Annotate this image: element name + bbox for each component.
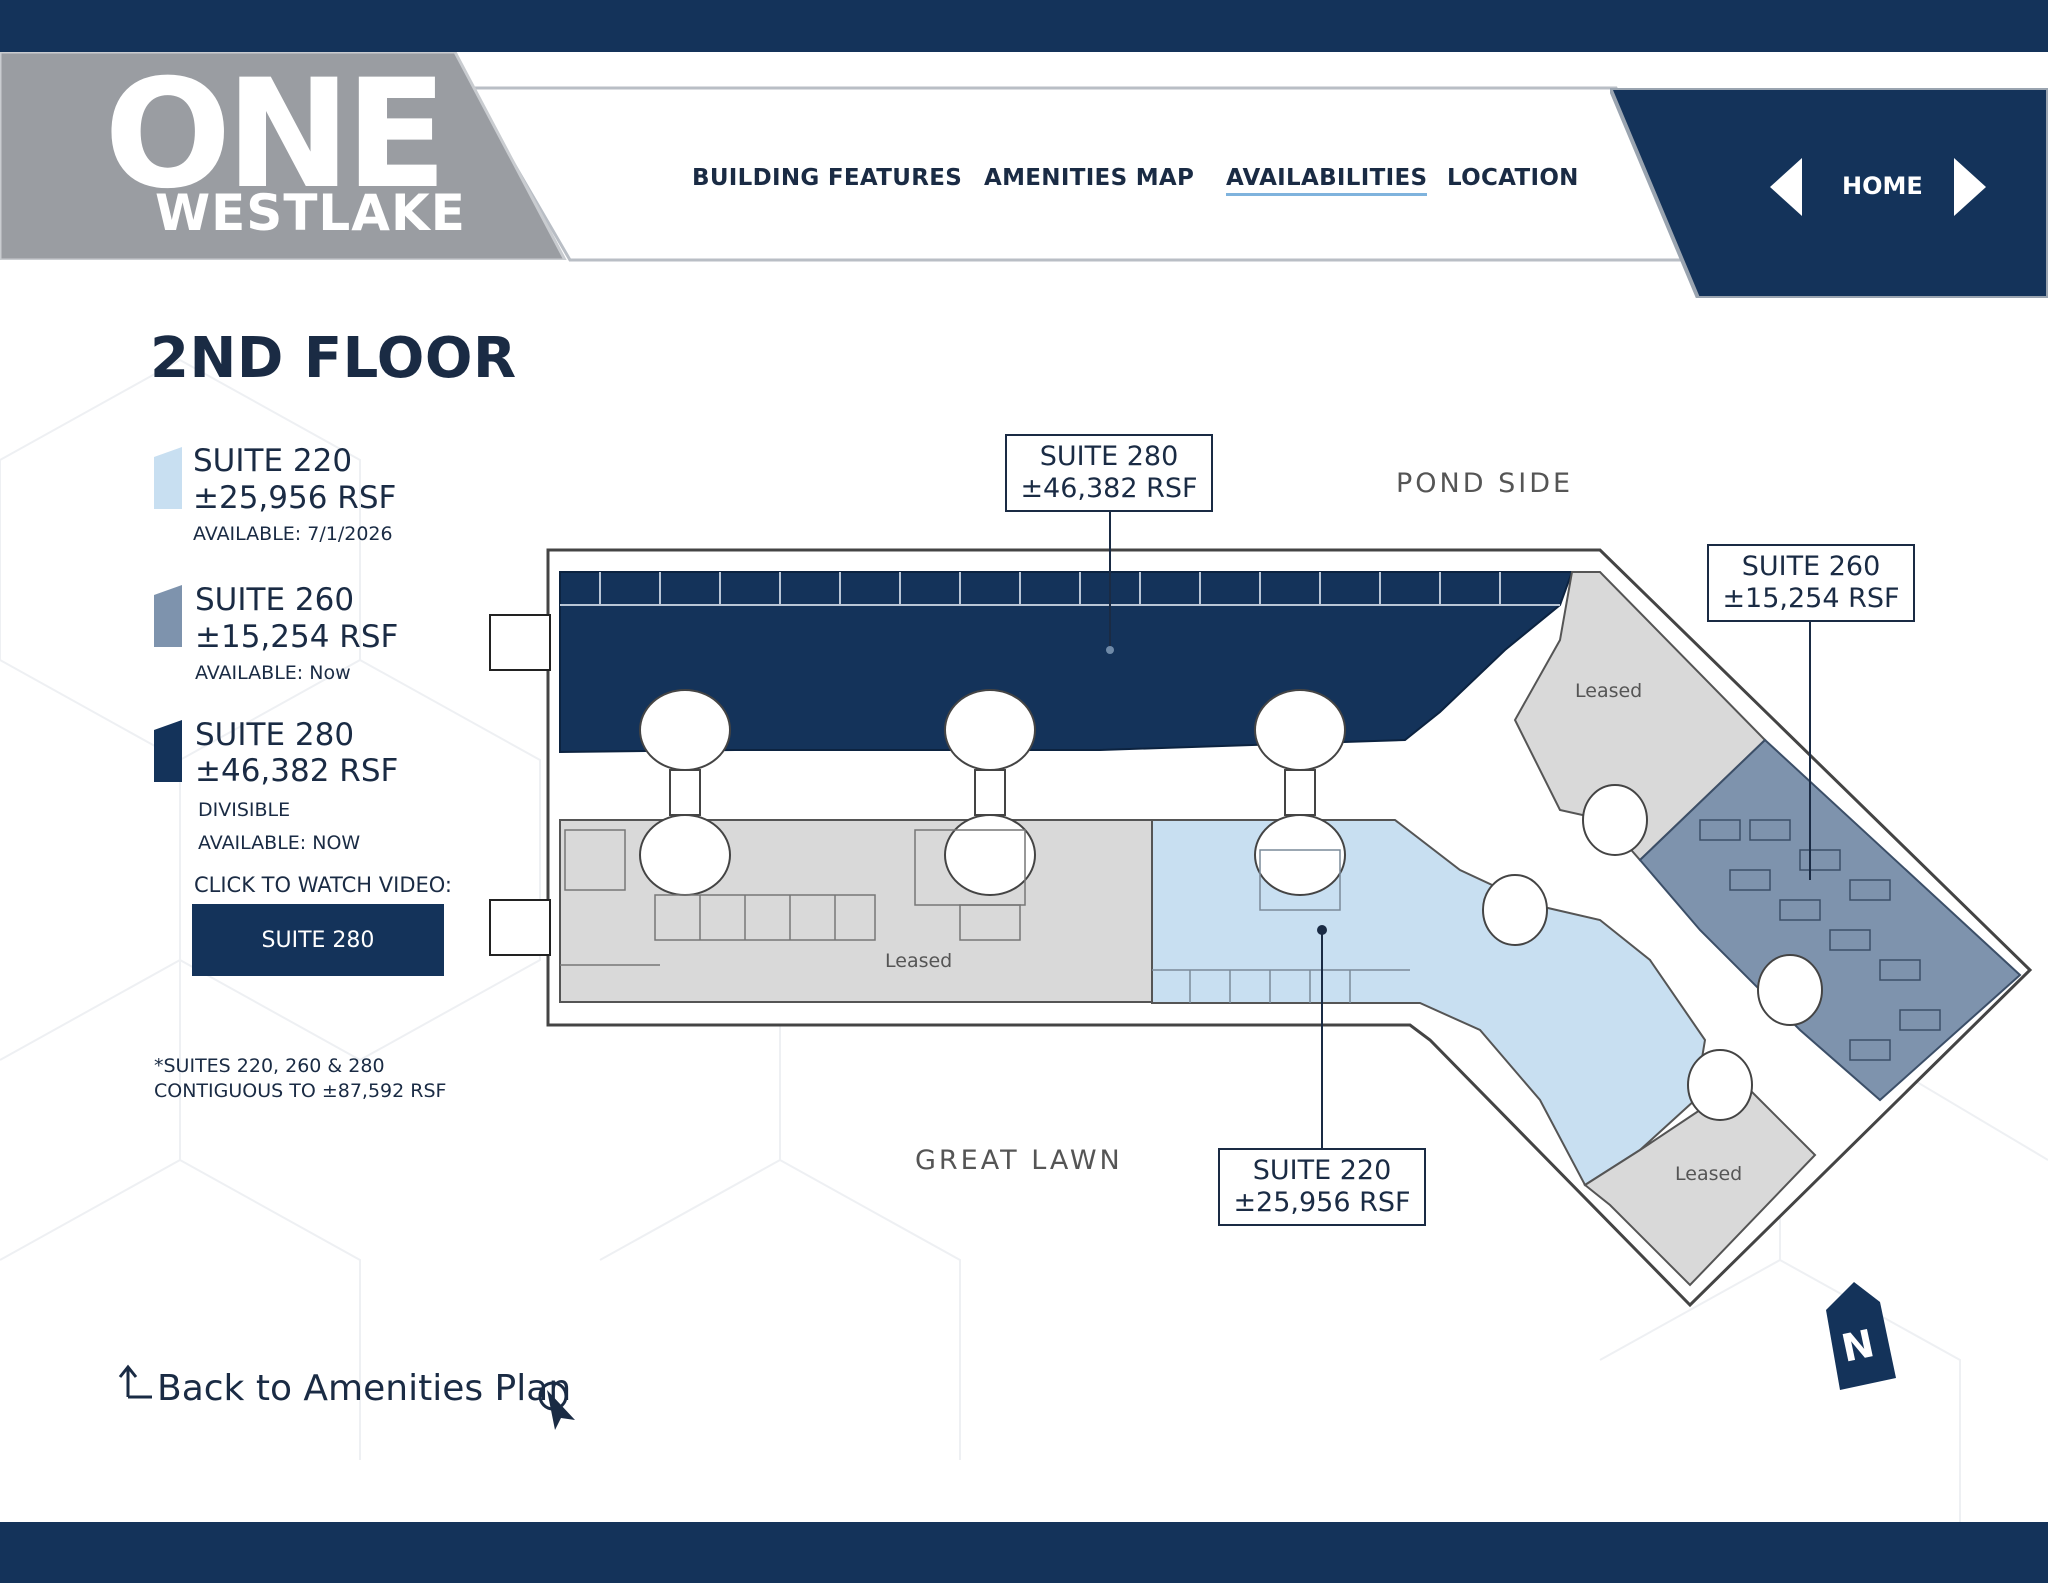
callout-suite-220-rsf: ±25,956 RSF [1233,1187,1411,1218]
nav-amenities-map[interactable]: AMENITIES MAP [984,165,1195,191]
swatch-suite-220 [154,447,182,509]
callout-suite-280: SUITE 280 ±46,382 RSF [1005,434,1213,512]
leased-label-west: Leased [885,950,953,972]
logo-westlake: WESTLAKE [155,184,466,242]
video-label: CLICK TO WATCH VIDEO: [194,873,453,897]
legend-suite-260-rsf: ±15,254 RSF [195,619,399,655]
swatch-suite-280 [154,720,182,782]
callout-suite-260: SUITE 260 ±15,254 RSF [1707,544,1915,622]
leased-area-south [1583,1078,1817,1287]
legend-suite-260-name: SUITE 260 [195,582,355,618]
top-bar [0,0,2048,52]
page-title: 2ND FLOOR [150,326,517,391]
click-cursor-icon [538,1381,575,1430]
leased-label-south: Leased [1675,1163,1743,1185]
pond-side-label: POND SIDE [1396,468,1574,499]
watch-video-suite-280-button[interactable]: SUITE 280 [192,904,444,976]
callout-suite-260-name: SUITE 260 [1741,550,1881,582]
nav-building-features[interactable]: BUILDING FEATURES [692,165,963,191]
legend-suite-280-name: SUITE 280 [195,717,355,753]
callout-suite-280-name: SUITE 280 [1039,440,1179,472]
back-to-amenities-link[interactable]: Back to Amenities Plan [157,1368,572,1409]
legend-suite-220-availability: AVAILABLE: 7/1/2026 [193,523,393,545]
swatch-suite-260 [154,585,182,647]
nav-location[interactable]: LOCATION [1447,165,1579,191]
great-lawn-label: GREAT LAWN [915,1145,1123,1176]
floor-plan [489,510,2033,1308]
north-arrow-icon [1826,1282,1896,1390]
home-panel [1610,88,2048,298]
logo-one: ONE [104,48,448,222]
callout-suite-220: SUITE 220 ±25,956 RSF [1218,1148,1426,1226]
callout-suite-280-rsf: ±46,382 RSF [1020,473,1198,504]
footnote-line-1: *SUITES 220, 260 & 280 [154,1055,385,1077]
legend-suite-260-availability: AVAILABLE: Now [195,662,351,684]
footnote-line-2: CONTIGUOUS TO ±87,592 RSF [154,1079,447,1102]
legend-suite-280-availability: AVAILABLE: NOW [198,832,361,854]
callout-suite-260-rsf: ±15,254 RSF [1722,583,1900,614]
leased-label-northeast: Leased [1575,680,1643,702]
legend-suite-220-rsf: ±25,956 RSF [193,480,397,516]
callout-suite-220-name: SUITE 220 [1252,1154,1392,1186]
legend-suite-220-name: SUITE 220 [193,443,353,479]
back-arrow-icon [118,1364,152,1399]
contiguous-footnote: *SUITES 220, 260 & 280 CONTIGUOUS TO ±87… [154,1054,446,1103]
home-next-arrow-icon[interactable] [1954,158,1988,216]
legend-suite-280-divisible: DIVISIBLE [198,799,291,821]
nav-availabilities[interactable]: AVAILABILITIES [1226,165,1428,196]
bottom-bar [0,1522,2048,1583]
home-prev-arrow-icon[interactable] [1770,158,1804,216]
legend-suite-280-rsf: ±46,382 RSF [195,753,399,789]
home-button[interactable]: HOME [1842,172,1923,200]
logo-background [0,52,567,260]
